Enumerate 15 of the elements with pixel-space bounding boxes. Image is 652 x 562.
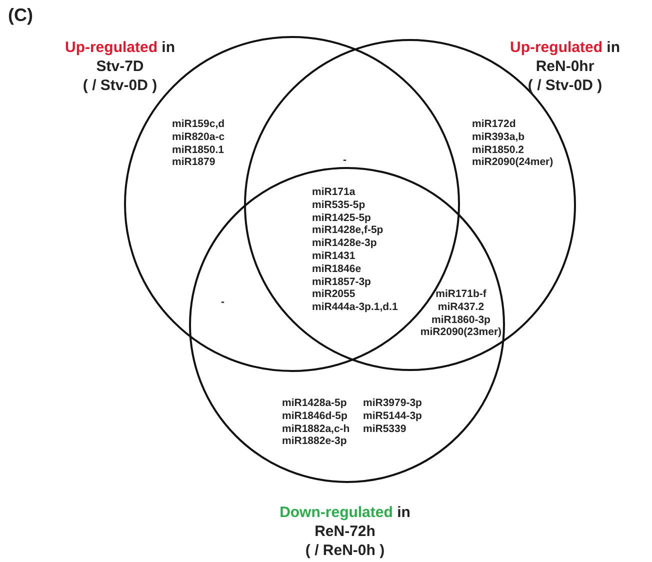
- panel-label: (C): [8, 4, 33, 26]
- mirna-list: miR3979-3p miR5144-3p miR5339: [363, 397, 422, 436]
- mirna-list: miR171a miR535-5p miR1425-5p miR1428e,f-5p miR1428e-3p miR1431 miR1846e miR1857-3p miR2055 miR444a-3p.1,d.1: [312, 186, 398, 314]
- set-baseline: ( / Stv-0D ): [82, 76, 158, 95]
- set-baseline: ( / Stv-0D ): [526, 76, 604, 95]
- mirna-list: miR171b-f miR437.2 miR1860-3p miR2090(23mer): [420, 288, 502, 340]
- set-baseline: ( / ReN-0h ): [304, 541, 386, 560]
- mirna-list: miR159c,d miR820a-c miR1850.1 miR1879: [172, 118, 225, 170]
- set-heading: Down-regulated in ReN-72h: [278, 503, 412, 541]
- empty-region-dash: -: [221, 296, 224, 309]
- mirna-list: miR172d miR393a,b miR1850.2 miR2090(24mer): [472, 118, 554, 170]
- set-heading: Up-regulated in Stv-7D: [64, 38, 176, 76]
- empty-region-dash: -: [343, 154, 346, 167]
- set-heading: Up-regulated in ReN-0hr: [508, 38, 622, 76]
- mirna-list: miR1428a-5p miR1846d-5p miR1882a,c-h miR1882e-3p: [282, 397, 350, 448]
